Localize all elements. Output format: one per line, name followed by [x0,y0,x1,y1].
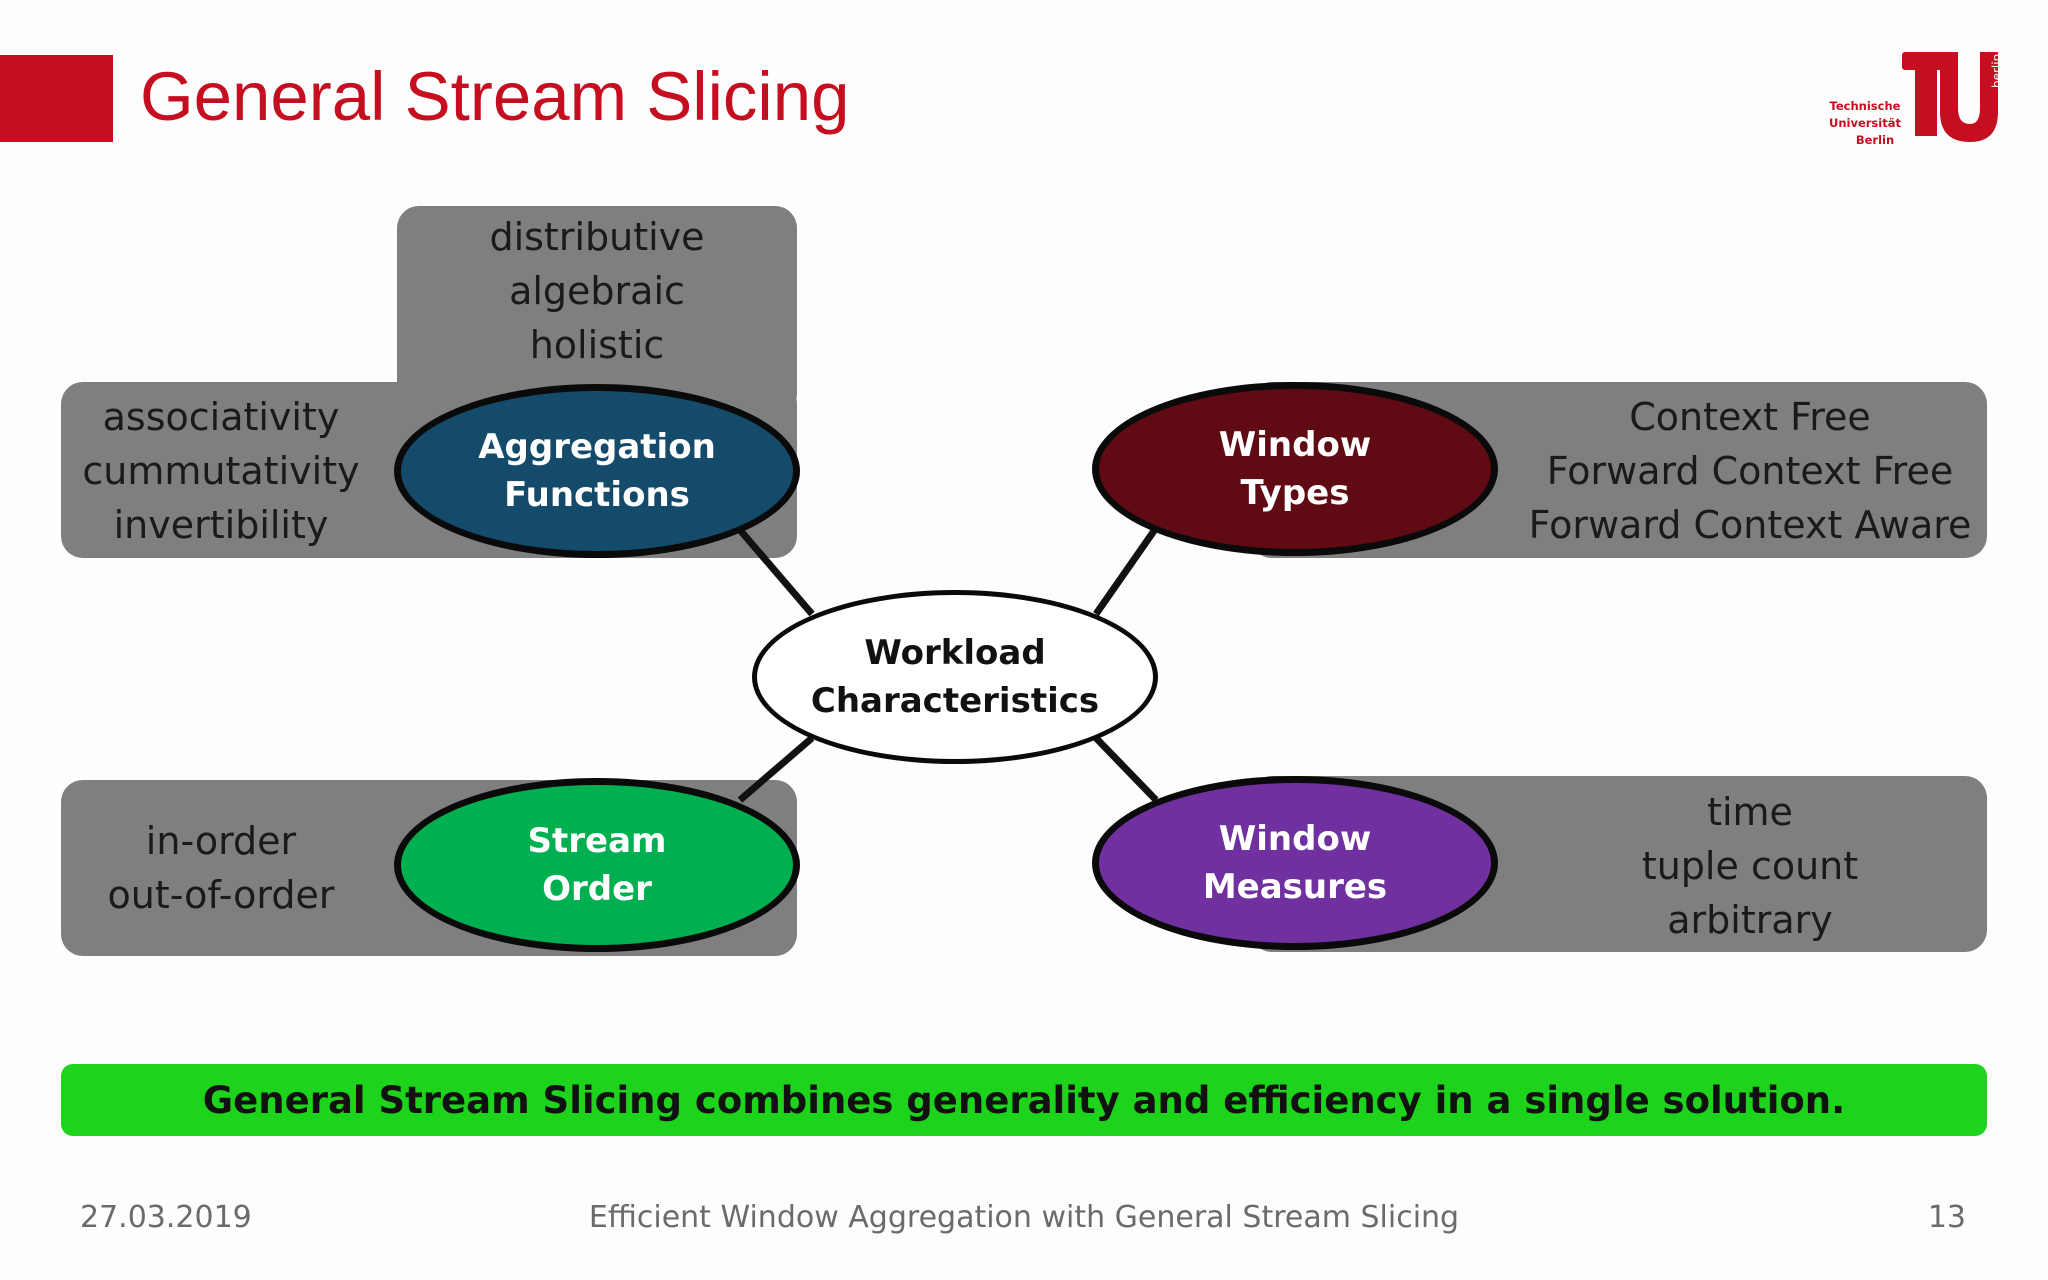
logo-line-3: Berlin [1856,133,1894,147]
tu-berlin-logo: berlin Technische Universität Berlin [1829,52,2004,147]
footer-date: 27.03.2019 [80,1200,252,1235]
prop-distributive: distributive [489,215,705,259]
logo-side-text: berlin [1990,54,2004,88]
summary-banner: General Stream Slicing combines generali… [61,1064,1987,1136]
prop-out-of-order: out-of-order [107,873,335,917]
footer-title: Efficient Window Aggregation with Genera… [588,1200,1460,1235]
window-measures-props: time tuple count arbitrary [1510,785,1990,947]
prop-holistic: holistic [529,323,665,367]
prop-context-free: Context Free [1629,395,1871,439]
connector-stream-order [737,735,815,803]
logo-line-2: Universität [1829,116,1901,130]
connector-window-types [1093,525,1159,617]
prop-cummutativity: cummutativity [82,449,360,493]
prop-tuple-count: tuple count [1641,844,1859,888]
aggregation-side-props: associativity cummutativity invertibilit… [61,390,381,552]
prop-in-order: in-order [145,819,297,863]
prop-associativity: associativity [102,395,340,439]
prop-invertibility: invertibility [113,503,329,547]
prop-time: time [1707,790,1793,834]
connector-window-measures [1093,735,1159,803]
prop-arbitrary: arbitrary [1667,898,1833,942]
aggregation-top-props: distributive algebraic holistic [397,210,797,372]
footer-page-number: 13 [1927,1200,1966,1235]
logo-line-1: Technische [1830,99,1901,113]
stream-order-props: in-order out-of-order [61,814,381,922]
prop-forward-context-free: Forward Context Free [1546,449,1954,493]
prop-algebraic: algebraic [509,269,685,313]
prop-forward-context-aware: Forward Context Aware [1528,503,1972,547]
window-types-props: Context Free Forward Context Free Forwar… [1510,390,1990,552]
slide-title: General Stream Slicing [140,58,850,135]
aggregation-top-panel [397,206,797,416]
title-accent-bar [0,55,113,142]
connector-aggregation [737,527,815,617]
